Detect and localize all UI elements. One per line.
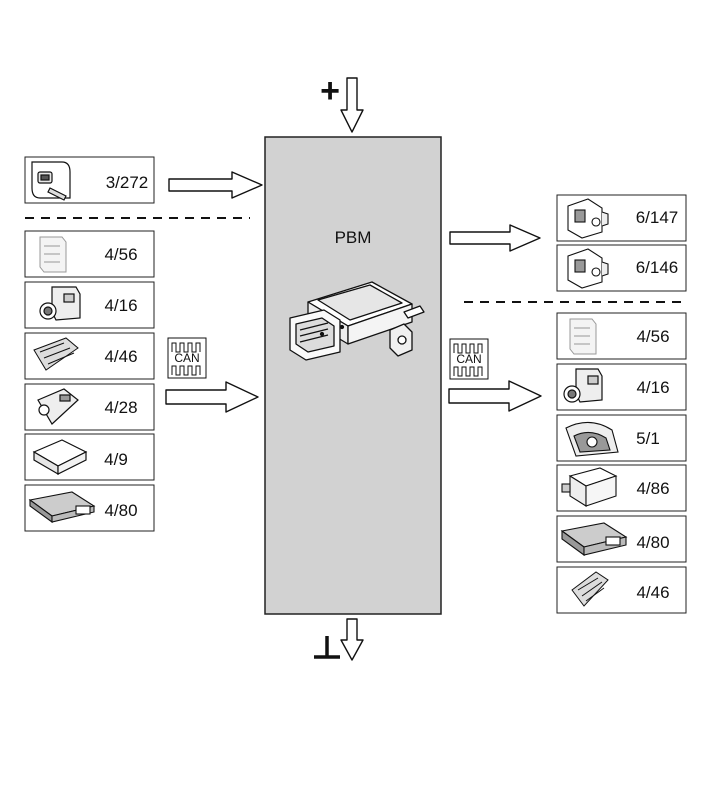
- right-can-code: 5/1: [636, 429, 660, 448]
- left-can-label: CAN: [174, 351, 199, 365]
- module-board-icon: [571, 571, 609, 607]
- left-can-symbol: CAN: [167, 337, 207, 379]
- control-unit-icon: [569, 318, 597, 355]
- left-can-arrow: [165, 381, 259, 413]
- right-can-code: 4/46: [636, 583, 669, 602]
- left-can-code: 4/56: [104, 245, 137, 264]
- right-can-list: 4/56 4/16 5/1: [556, 312, 687, 614]
- right-can-item: 5/1: [556, 414, 687, 462]
- right-can-code: 4/56: [636, 327, 669, 346]
- ecu-icon: [28, 491, 96, 524]
- left-can-code: 4/16: [104, 296, 137, 315]
- left-can-code: 4/9: [104, 450, 128, 469]
- left-can-item: 4/9: [24, 433, 155, 481]
- camera-unit-icon: [39, 286, 81, 321]
- switch-icon: [31, 161, 71, 201]
- right-can-symbol: CAN: [449, 338, 489, 380]
- plus-symbol: +: [320, 72, 340, 110]
- left-can-code: 4/46: [104, 347, 137, 366]
- right-discrete-arrow: [449, 224, 541, 252]
- right-can-code: 4/86: [636, 479, 669, 498]
- left-discrete-code: 3/272: [106, 173, 149, 192]
- right-can-code: 4/16: [636, 378, 669, 397]
- left-can-item: 4/56: [24, 230, 155, 278]
- right-can-arrow: [448, 380, 542, 412]
- pbm-label: PBM: [335, 228, 372, 247]
- right-discrete-code: 6/146: [636, 258, 679, 277]
- left-can-code: 4/80: [104, 501, 137, 520]
- pbm-module-icon: [289, 281, 425, 361]
- right-can-item: 4/80: [556, 515, 687, 563]
- left-can-code: 4/28: [104, 398, 137, 417]
- left-can-list: 4/56 4/16 4/46 4/: [24, 230, 155, 532]
- ground-symbol: [314, 636, 340, 659]
- right-can-label: CAN: [456, 352, 481, 366]
- left-discrete-arrow: [168, 171, 263, 199]
- connector-module-icon: [561, 467, 618, 507]
- right-can-item: 4/46: [556, 566, 687, 614]
- module-board-icon: [33, 337, 79, 371]
- instrument-cluster-icon: [565, 421, 619, 457]
- ground-arrow: [340, 618, 364, 661]
- pbm-module-block: [264, 136, 442, 615]
- left-can-item: 4/28: [24, 383, 155, 431]
- left-can-item: 4/46: [24, 332, 155, 380]
- right-can-item: 4/16: [556, 363, 687, 411]
- airbag-unit-icon: [32, 439, 88, 476]
- right-can-code: 4/80: [636, 533, 669, 552]
- power-input-arrow: [340, 77, 364, 133]
- right-can-item: 4/86: [556, 464, 687, 512]
- camera-unit-icon: [563, 368, 603, 403]
- sensor-unit-icon: [37, 388, 79, 425]
- right-can-item: 4/56: [556, 312, 687, 360]
- actuator-icon: [567, 248, 609, 289]
- left-can-item: 4/80: [24, 484, 155, 532]
- right-discrete-item: 6/147: [556, 194, 687, 242]
- right-discrete-code: 6/147: [636, 208, 679, 227]
- left-can-item: 4/16: [24, 281, 155, 329]
- right-discrete-item: 6/146: [556, 244, 687, 292]
- actuator-icon: [567, 198, 609, 239]
- right-discrete-list: 6/147 6/146: [556, 194, 687, 292]
- control-unit-icon: [39, 236, 67, 273]
- ecu-icon: [560, 522, 628, 557]
